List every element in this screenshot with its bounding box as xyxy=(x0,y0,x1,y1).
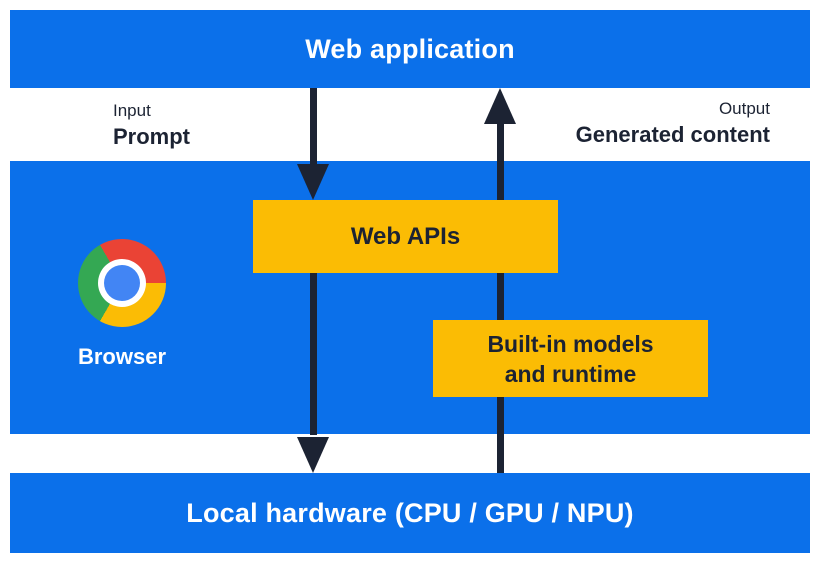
browser-label: Browser xyxy=(77,344,167,369)
builtin-models-label-line1: Built-in models xyxy=(487,330,654,357)
output-label-group: Output Generated content xyxy=(576,99,770,148)
down-arrowhead-icon xyxy=(297,437,329,473)
local-hardware-label: Local hardware (CPU / GPU / NPU) xyxy=(186,497,634,528)
builtin-models-box: Built-in models and runtime xyxy=(433,320,708,397)
prompt-label: Prompt xyxy=(113,124,190,149)
input-caption: Input xyxy=(113,101,151,120)
input-label-group: Input Prompt xyxy=(113,101,190,150)
web-application-label: Web application xyxy=(305,33,515,64)
down-arrow-line-lower xyxy=(310,273,317,435)
up-arrowhead-icon xyxy=(484,88,516,124)
up-arrow-line xyxy=(497,122,504,473)
generated-content-label: Generated content xyxy=(575,122,770,147)
chrome-logo-core xyxy=(104,265,140,301)
web-apis-box: Web APIs xyxy=(253,200,558,273)
local-hardware-band: Local hardware (CPU / GPU / NPU) xyxy=(10,473,810,553)
down-arrowhead-icon xyxy=(297,164,329,200)
down-arrow-line-upper xyxy=(310,88,317,166)
builtin-models-label-line2: and runtime xyxy=(504,360,637,387)
web-application-band: Web application xyxy=(10,10,810,88)
output-caption: Output xyxy=(718,99,770,118)
web-apis-label: Web APIs xyxy=(350,222,461,250)
chrome-browser-logo-icon xyxy=(78,239,166,327)
